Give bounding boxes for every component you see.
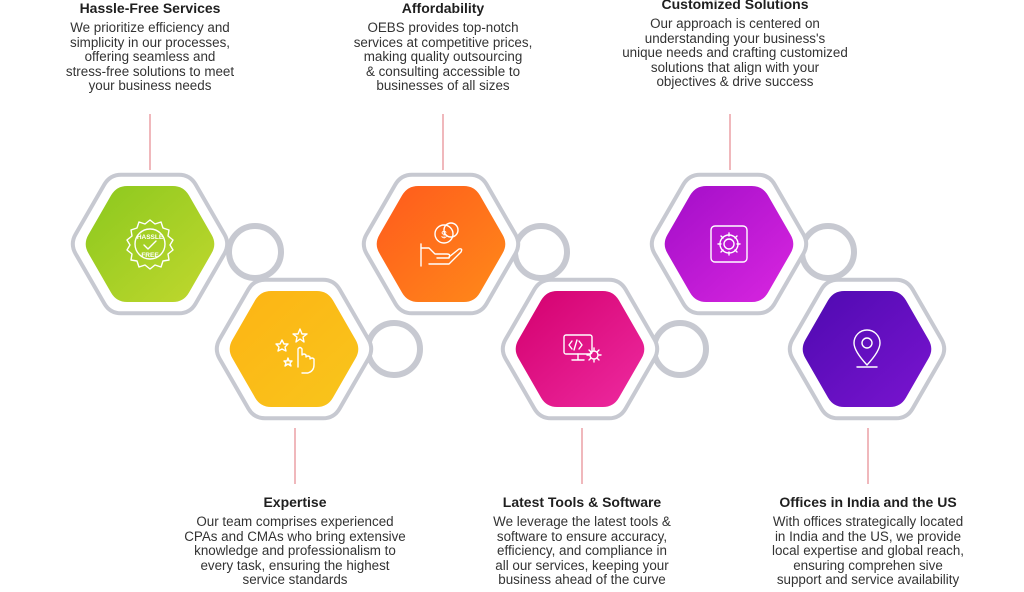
description-line: Our approach is centered on bbox=[650, 16, 820, 31]
description-line: making quality outsourcing bbox=[363, 49, 523, 65]
description-line: every task, ensuring the highest bbox=[200, 557, 390, 573]
hassle-free-badge-icon: HASSLE FREE bbox=[126, 219, 174, 270]
description-line: objectives & drive success bbox=[656, 74, 814, 90]
description-line: & consulting accessible to bbox=[365, 63, 521, 79]
description-line: knowledge and professionalism to bbox=[194, 543, 396, 559]
feature-description: We leverage the latest tools & software … bbox=[450, 514, 714, 588]
feature-title: Affordability bbox=[401, 0, 485, 16]
description-line: stress-free solutions to meet bbox=[65, 63, 235, 79]
connector-ring bbox=[365, 320, 423, 378]
feature-title: Hassle-Free Services bbox=[79, 0, 221, 16]
hexagon-customized bbox=[664, 186, 794, 302]
connector-ring bbox=[226, 223, 284, 281]
description-line: local expertise and global reach, bbox=[771, 543, 965, 559]
feature-description: With offices strategically located in In… bbox=[730, 514, 1006, 588]
feature-description: We prioritize efficiency and simplicity … bbox=[20, 20, 280, 94]
description-line: all our services, keeping your bbox=[495, 557, 669, 573]
feature-expertise: Expertise Our team comprises experienced… bbox=[150, 494, 440, 588]
description-line: in India and the US, we provide bbox=[774, 528, 962, 544]
description-line: businesses of all sizes bbox=[376, 78, 510, 94]
badge-text-top: HASSLE bbox=[137, 234, 164, 241]
description-line: We leverage the latest tools & bbox=[493, 514, 671, 529]
monitor-code-gear-icon bbox=[563, 334, 602, 363]
feature-description: OEBS provides top-notch services at comp… bbox=[313, 20, 573, 94]
hexagon-latest-tools bbox=[515, 291, 645, 407]
description-line: unique needs and crafting customized bbox=[622, 45, 848, 61]
feature-title: Customized Solutions bbox=[661, 0, 809, 12]
feature-latest-tools: Latest Tools & Software We leverage the … bbox=[450, 494, 714, 588]
hexagon-expertise bbox=[229, 291, 359, 407]
description-line: service standards bbox=[242, 572, 348, 588]
description-line: services at competitive prices, bbox=[353, 34, 533, 50]
hexagon-affordability bbox=[376, 186, 506, 302]
hexagon-hassle-free bbox=[85, 186, 215, 302]
description-line: support and service availability bbox=[776, 572, 960, 588]
description-line: Our team comprises experienced bbox=[196, 514, 394, 529]
feature-offices: Offices in India and the US With offices… bbox=[730, 494, 1006, 588]
description-line: offering seamless and bbox=[84, 49, 216, 65]
description-line: ensuring comprehen sive bbox=[793, 557, 943, 573]
feature-affordability: Affordability OEBS provides top-notch se… bbox=[313, 0, 573, 94]
description-line: understanding your business's bbox=[644, 30, 826, 46]
feature-hassle-free: Hassle-Free Services We prioritize effic… bbox=[20, 0, 280, 94]
gear-icon bbox=[710, 225, 748, 263]
coins-hand-icon: $ bbox=[420, 222, 463, 267]
description-line: efficiency, and compliance in bbox=[497, 543, 667, 559]
connector-ring bbox=[799, 223, 857, 281]
stars-hand-icon bbox=[275, 328, 315, 374]
hexagon-offices bbox=[802, 291, 932, 407]
description-line: software to ensure accuracy, bbox=[496, 528, 668, 544]
connector-ring bbox=[512, 223, 570, 281]
feature-title: Latest Tools & Software bbox=[502, 494, 662, 510]
description-line: simplicity in our processes, bbox=[70, 34, 230, 50]
description-line: CPAs and CMAs who bring extensive bbox=[184, 528, 406, 544]
dollar-glyph: $ bbox=[441, 230, 447, 241]
description-line: With offices strategically located bbox=[772, 514, 964, 529]
description-line: OEBS provides top-notch bbox=[367, 20, 519, 35]
pointer-lines bbox=[149, 114, 869, 484]
description-line: your business needs bbox=[88, 78, 212, 94]
description-line: We prioritize efficiency and bbox=[70, 20, 230, 35]
connector-ring bbox=[651, 320, 709, 378]
badge-text-bottom: FREE bbox=[141, 252, 159, 259]
location-pin-icon bbox=[853, 329, 881, 368]
description-line: solutions that align with your bbox=[650, 59, 820, 75]
description-line: business ahead of the curve bbox=[498, 572, 666, 588]
feature-customized: Customized Solutions Our approach is cen… bbox=[590, 0, 880, 90]
feature-title: Expertise bbox=[263, 494, 327, 510]
feature-description: Our team comprises experienced CPAs and … bbox=[150, 514, 440, 588]
feature-title: Offices in India and the US bbox=[779, 494, 957, 510]
feature-description: Our approach is centered on understandin… bbox=[590, 16, 880, 90]
